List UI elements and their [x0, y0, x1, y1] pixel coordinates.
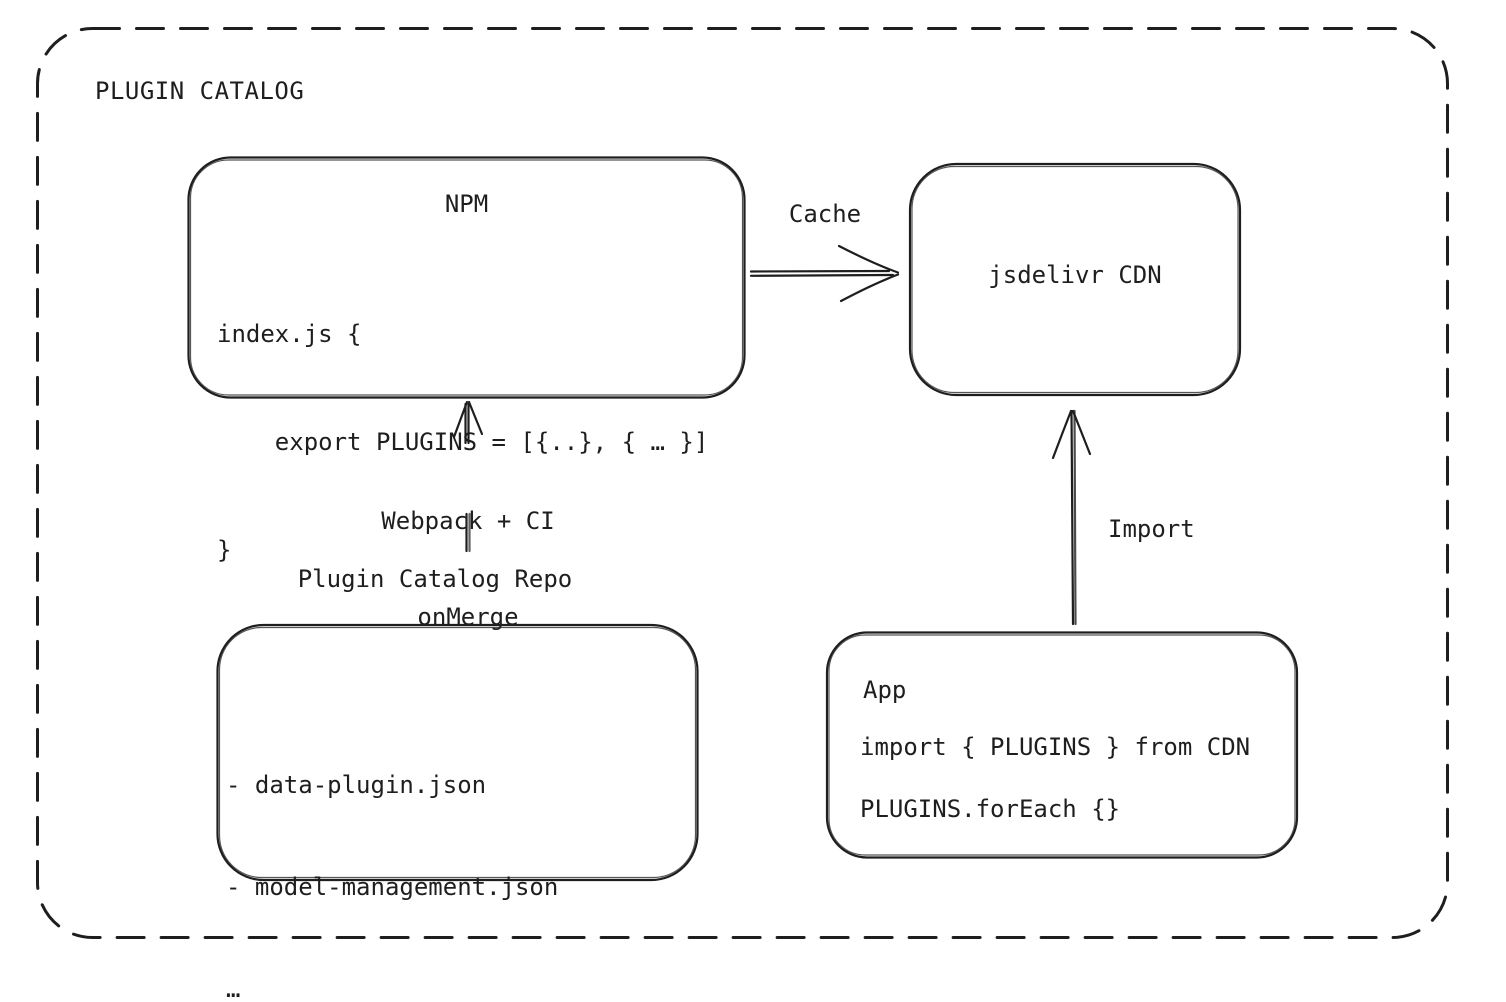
npm-box-title: NPM [444, 190, 489, 218]
build-arrow-connector [465, 512, 471, 553]
build-arrow-label-line2: onMerge [417, 603, 519, 631]
import-arrow-label: Import [1108, 515, 1195, 543]
diagram-title: PLUGIN CATALOG [95, 77, 305, 105]
repo-box [216, 623, 699, 882]
build-arrow-label-line1: Webpack + CI [381, 507, 555, 535]
cdn-box [908, 162, 1242, 397]
cdn-box-label: jsdelivr CDN [988, 261, 1162, 289]
code-line: export PLUGINS = [{..}, { … }] [217, 428, 709, 456]
catalog-boundary-box [36, 27, 1449, 939]
import-arrow [1051, 409, 1092, 626]
npm-code-block: index.js { export PLUGINS = [{..}, { … }… [217, 244, 708, 640]
repo-file-item: - model-management.json [226, 873, 559, 901]
build-arrow-label: Webpack + CI onMerge [318, 441, 618, 697]
app-box-title: App [863, 676, 907, 704]
app-code-line: PLUGINS.forEach {} [860, 795, 1121, 823]
repo-box-label: Plugin Catalog Repo [297, 565, 573, 593]
cache-arrow [749, 244, 900, 303]
cache-arrow-label: Cache [788, 200, 862, 228]
build-arrow [452, 400, 484, 445]
app-code-line: import { PLUGINS } from CDN [860, 733, 1251, 761]
repo-file-item: … [226, 975, 241, 1002]
app-box [825, 631, 1299, 859]
npm-box [187, 156, 746, 399]
repo-file-item: - data-plugin.json [226, 771, 487, 799]
repo-file-list: - data-plugin.json - model-management.js… [226, 700, 558, 1002]
code-line: index.js { [217, 320, 362, 348]
code-line: } [217, 536, 232, 564]
